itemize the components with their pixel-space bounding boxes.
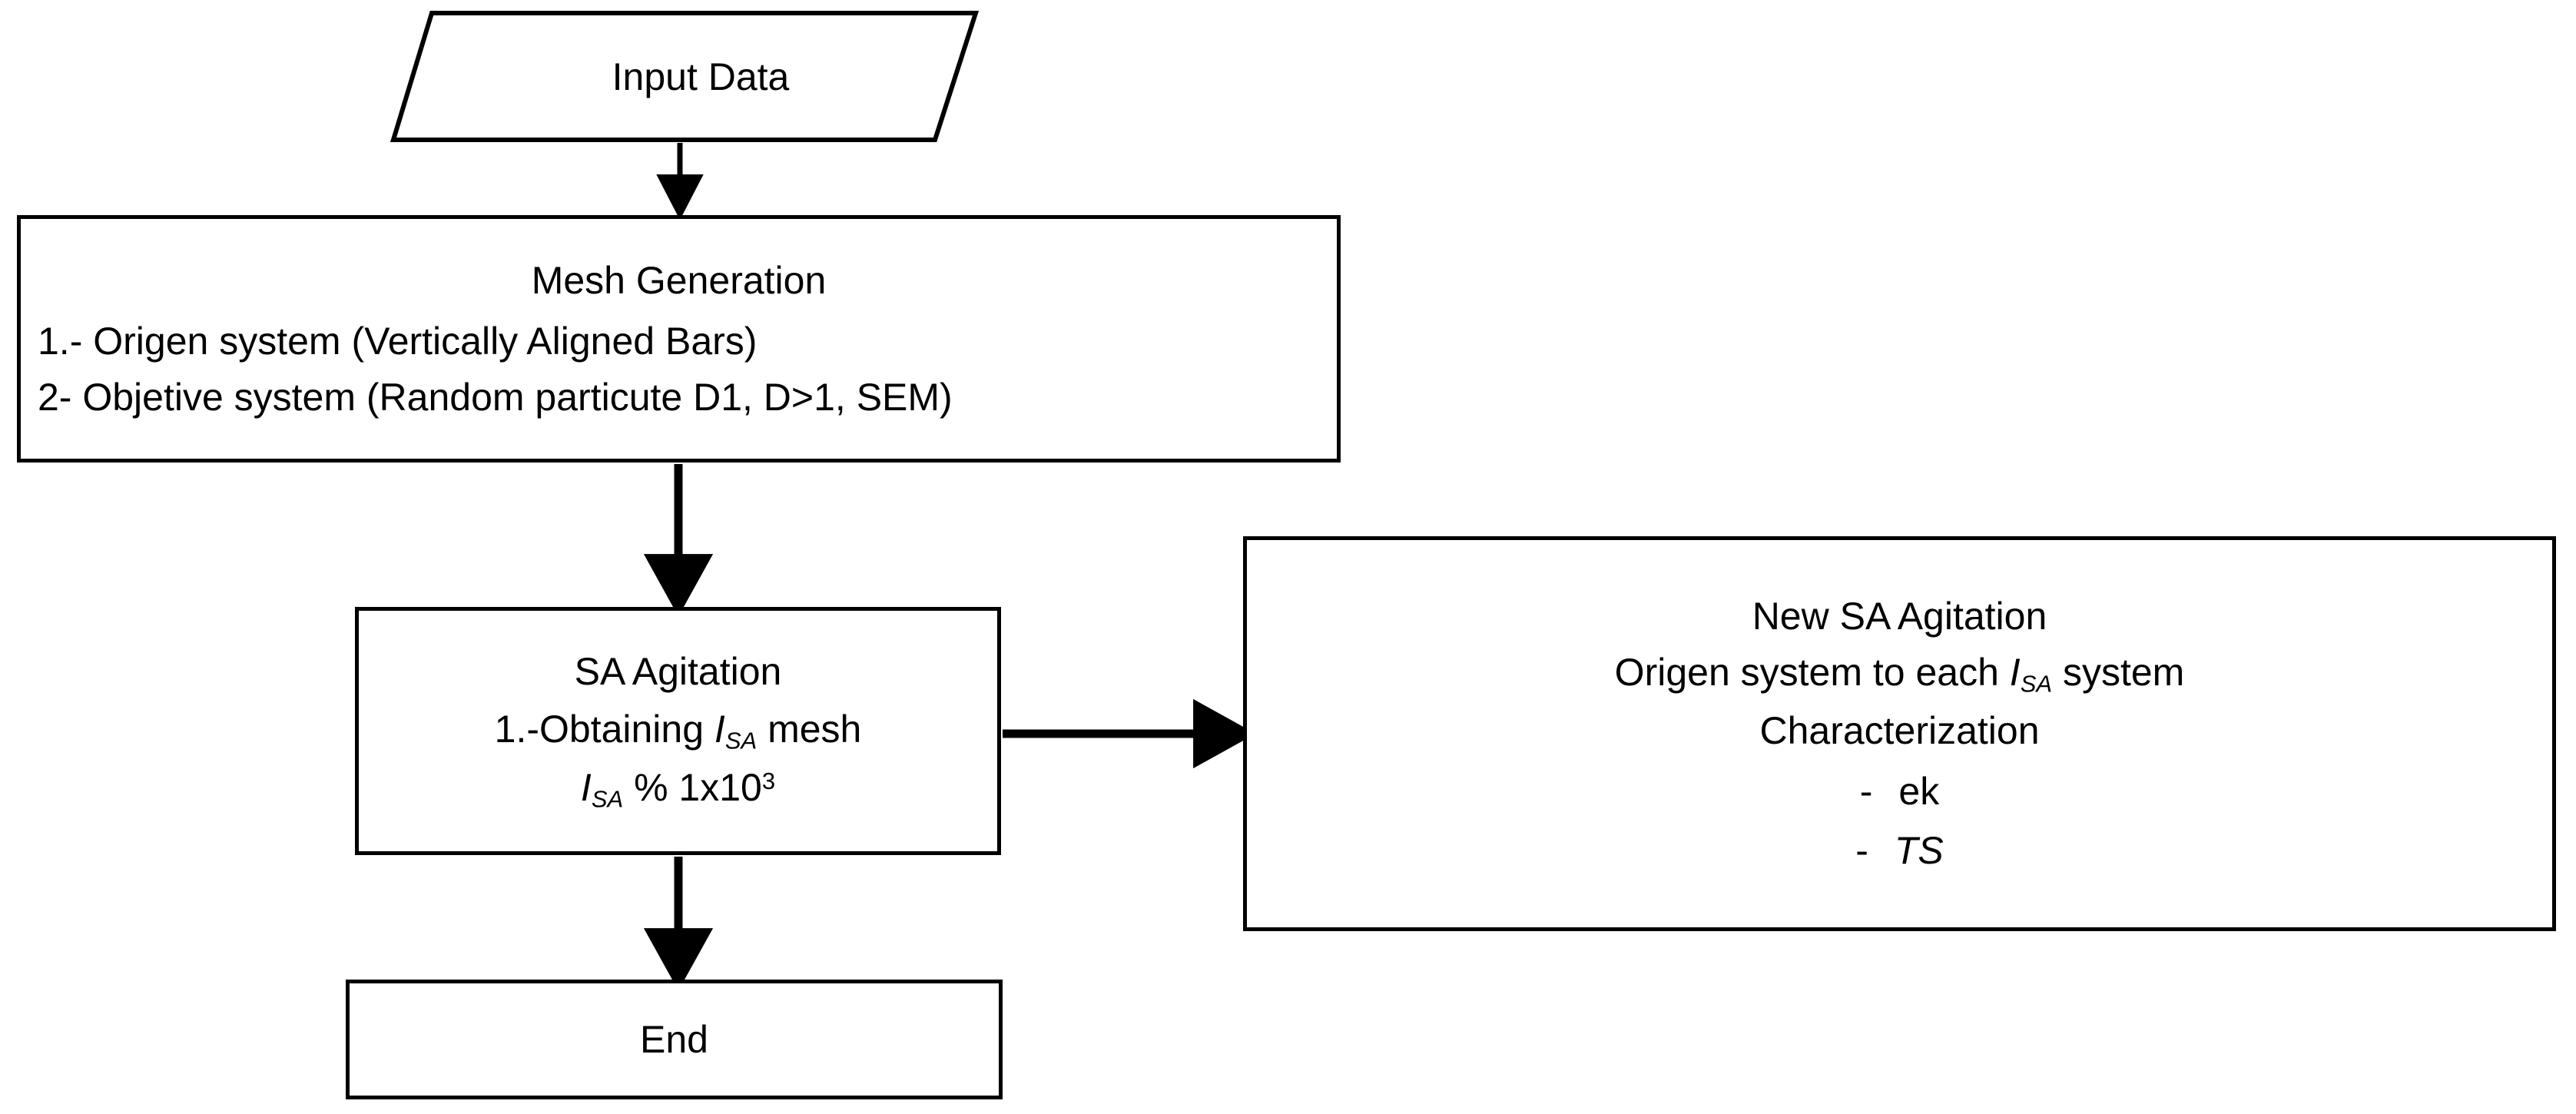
node-new-sa-agitation[interactable]: New SA Agitation Origen system to each I… [1243,536,2556,931]
new-sa-agitation-heading: New SA Agitation [1752,595,2047,638]
sa-line1-prefix: 1.-Obtaining [494,708,714,751]
node-end[interactable]: End [346,980,1003,1099]
bullet-dash-2: - [1855,828,1868,872]
sa-agitation-line-2: ISA % 1x103 [581,763,775,815]
bullet-label-ts: TS [1894,828,1944,872]
sa-line2-variable: I [580,766,592,809]
node-sa-agitation[interactable]: SA Agitation 1.-Obtaining ISA mesh ISA %… [355,607,1001,855]
mesh-generation-heading: Mesh Generation [531,258,827,302]
bullet-dash-1: - [1859,769,1873,813]
new-sa-agitation-line-2: Characterization [1759,708,2040,752]
sa-agitation-heading: SA Agitation [574,650,782,694]
new-sa-line1-variable: I [2009,651,2021,695]
mesh-generation-line-2: 2- Objetive system (Random particute D1,… [38,375,953,419]
sa-line1-subscript: SA [724,727,758,754]
characterization-bullet-2: - TS [1855,826,1944,876]
new-sa-agitation-line-1: Origen system to each ISA system [1615,648,2185,700]
bullet-label-ek: ek [1898,769,1940,813]
sa-line2-text: % 1x10 [623,766,762,809]
sa-line1-variable: I [714,708,725,751]
input-data-label: Input Data [612,55,790,98]
sa-line2-subscript: SA [591,785,624,813]
characterization-bullet-1: - ek [1860,767,1939,817]
sa-line2-exponent: 3 [761,768,776,795]
new-sa-line1-subscript: SA [2020,670,2053,698]
node-input-data[interactable]: Input Data [388,8,980,146]
new-sa-line1-suffix: system [2052,651,2185,695]
end-label: End [640,1017,708,1061]
mesh-generation-line-1: 1.- Origen system (Vertically Aligned Ba… [38,319,758,363]
sa-agitation-line-1: 1.-Obtaining ISA mesh [495,705,862,757]
new-sa-line1-prefix: Origen system to each [1614,651,2010,695]
parallelogram-shape [390,11,980,142]
node-mesh-generation[interactable]: Mesh Generation 1.- Origen system (Verti… [17,215,1341,463]
sa-line1-suffix: mesh [757,708,862,751]
